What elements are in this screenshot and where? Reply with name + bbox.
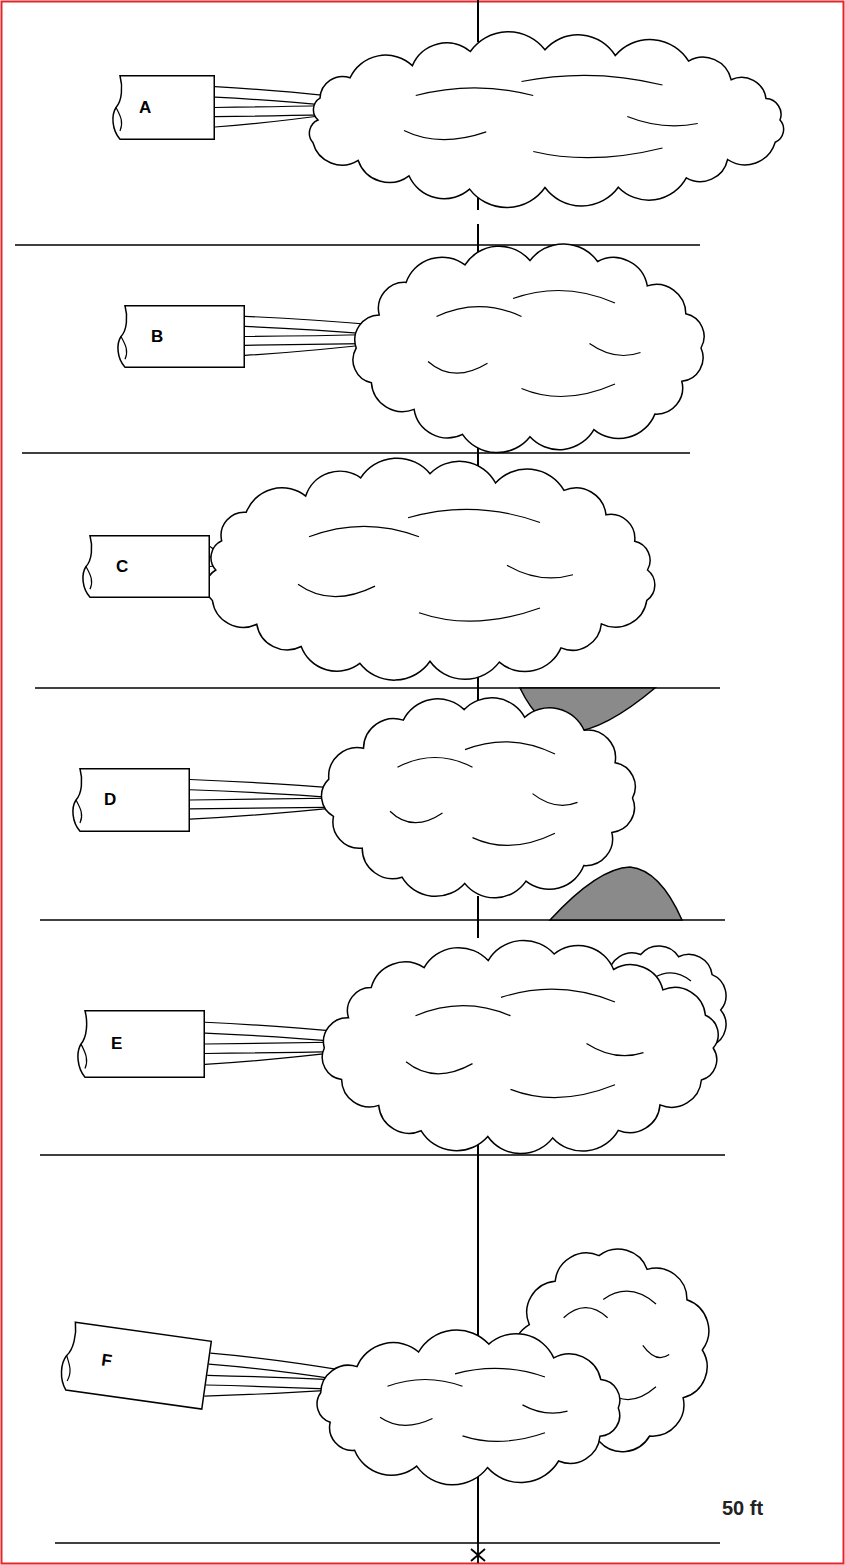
pipe-edge xyxy=(63,1356,72,1382)
pipe-body xyxy=(118,306,244,368)
cloud-detail xyxy=(513,291,615,304)
panel-letter: D xyxy=(104,790,116,810)
cloud-detail xyxy=(437,307,522,317)
nozzle-pipe: A xyxy=(110,75,215,140)
cloud-detail xyxy=(533,148,662,158)
panel-letter: E xyxy=(111,1034,122,1054)
cloud-detail xyxy=(419,608,540,621)
smoke-cloud xyxy=(353,244,704,453)
cloud-detail xyxy=(533,794,578,806)
smoke-stream xyxy=(210,1353,342,1370)
ground-marker xyxy=(471,1543,485,1563)
cloud-detail xyxy=(473,833,556,845)
cloud-detail xyxy=(309,526,419,536)
pipe-outline xyxy=(70,768,190,832)
cloud-detail xyxy=(416,1006,511,1016)
pipe-body xyxy=(78,1011,204,1078)
cloud-detail xyxy=(463,1433,546,1442)
cloud-detail xyxy=(590,344,641,356)
cloud-detail xyxy=(455,1368,545,1377)
smoke-stream xyxy=(215,87,332,96)
smoke-cloud xyxy=(322,940,718,1153)
panel-letter: A xyxy=(139,98,151,118)
cloud-detail xyxy=(627,117,698,126)
pipe-body xyxy=(73,769,189,832)
cloud-detail xyxy=(388,1379,463,1386)
pipe-edge xyxy=(81,1044,87,1068)
cloud-detail xyxy=(522,384,616,397)
cloud-detail xyxy=(603,1291,656,1304)
cloud-detail xyxy=(564,1308,608,1318)
cloud-detail xyxy=(416,88,534,96)
panel-letter: C xyxy=(116,557,128,577)
cloud-detail xyxy=(523,1405,568,1413)
cloud-detail xyxy=(406,1062,473,1074)
pipe-outline xyxy=(75,1010,205,1078)
cloud-detail xyxy=(643,1345,669,1357)
cloud-detail xyxy=(507,565,573,578)
pipe-outline xyxy=(80,535,210,598)
nozzle-pipe: D xyxy=(70,768,190,832)
smoke-cloud xyxy=(317,1330,620,1485)
panel-divider xyxy=(55,1542,720,1544)
nozzle-pipe: B xyxy=(115,305,245,368)
smoke-cloud xyxy=(309,32,783,208)
pipe-body xyxy=(59,1321,211,1409)
pipe-outline xyxy=(115,305,245,368)
cloud-detail xyxy=(398,758,473,768)
panel-divider xyxy=(15,244,700,246)
cloud-detail xyxy=(587,1043,644,1055)
cloud-detail xyxy=(428,362,488,374)
pipe-outline xyxy=(56,1320,212,1410)
cloud-detail xyxy=(522,75,663,85)
panel-divider xyxy=(40,1154,725,1156)
cloud-detail xyxy=(465,742,555,754)
pipe-outline xyxy=(110,75,215,140)
cloud-detail xyxy=(511,1085,616,1098)
cloud-detail xyxy=(408,509,540,522)
panel-divider xyxy=(22,452,690,454)
nozzle-pipe: F xyxy=(56,1320,212,1410)
cloud-detail xyxy=(298,584,375,596)
smoke-stream xyxy=(190,807,347,820)
smoke-stream xyxy=(207,1375,342,1380)
nozzle-pipe: C xyxy=(80,535,210,598)
pipe-body xyxy=(83,536,209,598)
cloud-detail xyxy=(380,1417,433,1425)
pipe-edge xyxy=(116,108,122,131)
nozzle-pipe: E xyxy=(75,1010,205,1078)
pipe-edge xyxy=(121,337,127,360)
cloud-detail xyxy=(501,989,615,1002)
distance-label: 50 ft xyxy=(722,1497,763,1520)
pipe-body xyxy=(113,76,214,140)
smoke-cloud xyxy=(322,698,636,898)
cloud-detail xyxy=(404,131,486,140)
panel-letter: B xyxy=(151,327,163,347)
pipe-edge xyxy=(76,800,82,823)
smoke-cloud xyxy=(206,458,655,680)
cloud-detail xyxy=(390,811,443,822)
pipe-edge xyxy=(86,567,92,590)
